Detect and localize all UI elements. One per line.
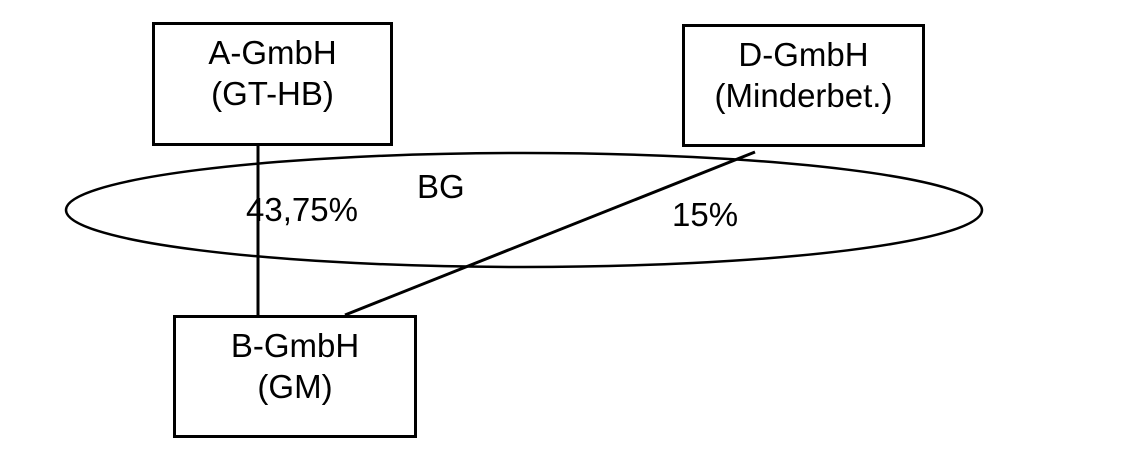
node-b-gmbh: B-GmbH (GM) — [173, 315, 417, 438]
node-d-name: D-GmbH — [738, 36, 869, 73]
node-d-role: (Minderbet.) — [714, 77, 893, 114]
node-a-name: A-GmbH — [208, 34, 337, 71]
node-b-name: B-GmbH — [230, 327, 360, 364]
edge-d-to-b-line — [344, 150, 756, 317]
bg-group-ellipse — [64, 151, 984, 269]
node-b-role: (GM) — [257, 368, 333, 405]
edge-label-d-to-b: 15% — [672, 196, 739, 233]
edge-label-a-to-b: 43,75% — [246, 191, 358, 228]
node-d-gmbh: D-GmbH (Minderbet.) — [682, 24, 925, 147]
node-a-gmbh: A-GmbH (GT-HB) — [152, 22, 393, 146]
node-a-role: (GT-HB) — [211, 75, 334, 112]
bg-group-label: BG — [417, 168, 465, 205]
